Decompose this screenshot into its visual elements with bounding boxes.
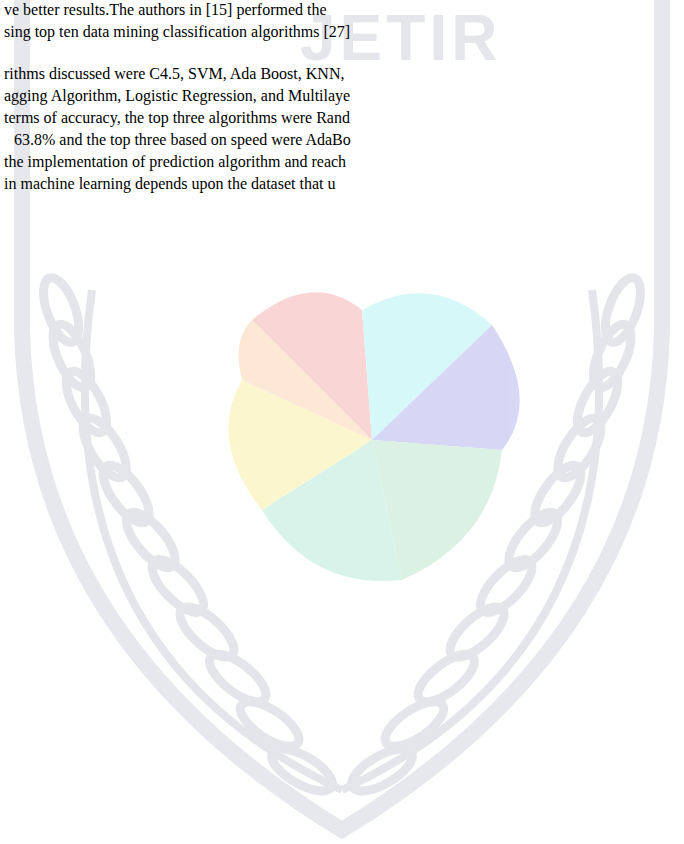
body-text-line: rithms discussed were C4.5, SVM, Ada Boo… xyxy=(4,64,344,84)
body-text-line: 63.8% and the top three based on speed w… xyxy=(14,130,351,150)
flower-emblem xyxy=(228,292,519,581)
body-text-line: sing top ten data mining classification … xyxy=(4,22,350,42)
body-text-line: agging Algorithm, Logistic Regression, a… xyxy=(4,86,350,106)
body-text-line: ve better results.The authors in [15] pe… xyxy=(4,0,327,20)
body-text-line: in machine learning depends upon the dat… xyxy=(4,174,335,194)
laurel-branches xyxy=(36,273,647,799)
body-text-line: terms of accuracy, the top three algorit… xyxy=(4,108,350,128)
body-text-line: the implementation of prediction algorit… xyxy=(4,152,346,172)
